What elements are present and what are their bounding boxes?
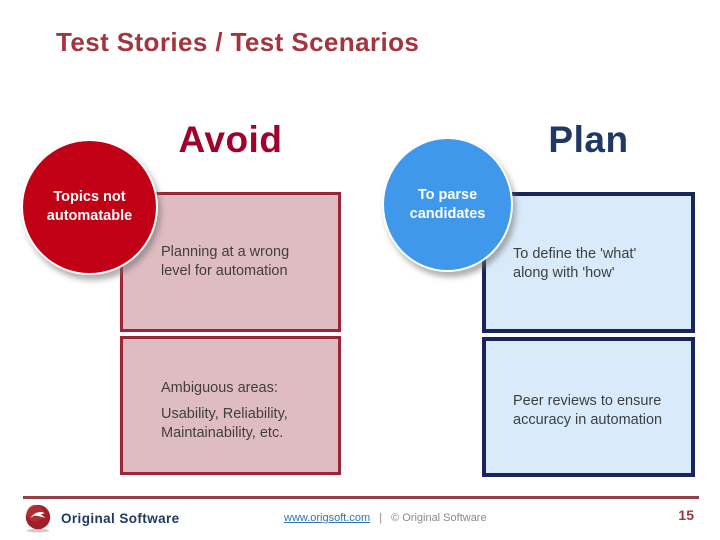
avoid-box-planning: Planning at a wrong level for automation <box>120 192 341 332</box>
topics-not-automatable-circle: Topics not automatable <box>21 139 158 275</box>
avoid-heading: Avoid <box>178 119 283 160</box>
footer-text: www.origsoft.com | © Original Software <box>284 512 487 524</box>
footer-separator: | <box>379 512 383 524</box>
avoid-box-ambiguous: Ambiguous areas: Usability, Reliability,… <box>120 336 341 475</box>
to-parse-candidates-circle: To parse candidates <box>382 137 513 272</box>
avoid-box-ambiguous-line2: Usability, Reliability, Maintainability,… <box>161 406 288 441</box>
original-software-logo: Original Software <box>23 503 180 533</box>
footer-divider-line <box>23 496 699 499</box>
slide-title: Test Stories / Test Scenarios <box>56 27 420 57</box>
footer-website-link[interactable]: www.origsoft.com <box>284 512 371 524</box>
plan-heading: Plan <box>548 119 629 160</box>
avoid-box-ambiguous-line1: Ambiguous areas: <box>161 380 278 396</box>
plan-box-peer-reviews: Peer reviews to ensure accuracy in autom… <box>482 337 695 477</box>
plan-box-define: To define the 'what' along with 'how' <box>482 192 695 333</box>
plan-box-peer-reviews-text: Peer reviews to ensure accuracy in autom… <box>513 393 663 428</box>
plan-box-define-text: To define the 'what' along with 'how' <box>513 246 637 281</box>
logo-wordmark: Original Software <box>61 510 180 526</box>
page-number: 15 <box>678 507 694 523</box>
footer-copyright: © Original Software <box>391 512 487 524</box>
avoid-box-planning-text: Planning at a wrong level for automation <box>161 244 290 279</box>
logo-sphere-icon <box>25 504 51 533</box>
